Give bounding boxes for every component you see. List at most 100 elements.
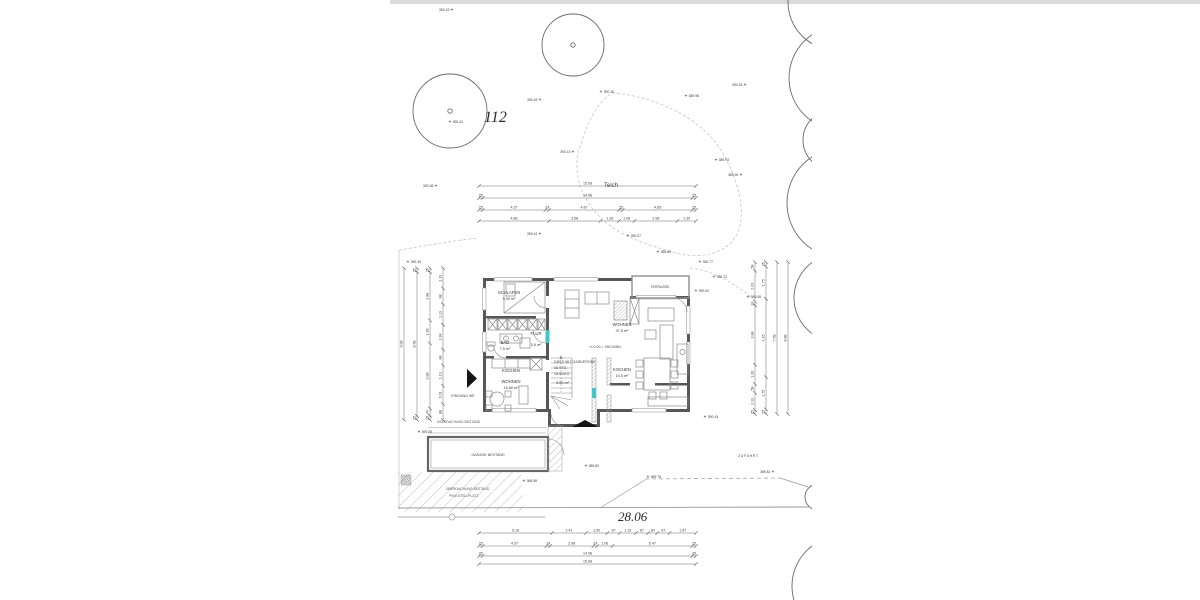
room-label-kochen-small: KOCHEN bbox=[502, 368, 520, 373]
dim-tick bbox=[616, 218, 621, 224]
dim-value: 25 bbox=[692, 542, 696, 546]
dim-value: 5.16 bbox=[512, 529, 519, 533]
room-label-terrasse: TERRASSE bbox=[650, 285, 670, 289]
dim-tick bbox=[427, 318, 433, 323]
spot-elevation-value: 389.90 bbox=[728, 173, 738, 177]
dim-value: 87 bbox=[611, 529, 615, 533]
spot-elevation-cross: + bbox=[418, 430, 421, 436]
spot-elevation-value: 390.18 bbox=[732, 83, 742, 87]
dim-value: 25 bbox=[692, 206, 696, 210]
dim-tick bbox=[440, 322, 446, 327]
dim-tick bbox=[480, 195, 485, 201]
dim-tick bbox=[690, 195, 695, 201]
spot-elevation-cross: + bbox=[740, 173, 743, 179]
dim-tick bbox=[617, 207, 622, 213]
kitchen-dining-furniture bbox=[635, 343, 689, 407]
spot-elevation-value: 390.45 bbox=[411, 260, 421, 264]
dim-tick bbox=[633, 530, 638, 536]
dim-tick bbox=[401, 417, 407, 423]
terrace-outline bbox=[631, 275, 690, 299]
dim-tick bbox=[655, 530, 660, 536]
dim-tick bbox=[414, 417, 420, 423]
dim-tick bbox=[476, 543, 482, 549]
dim-tick bbox=[690, 543, 695, 549]
dim-value: 4.87 bbox=[580, 206, 587, 210]
dim-tick bbox=[774, 411, 780, 417]
dim-tick bbox=[632, 218, 637, 224]
room-label-flur: FLUR bbox=[531, 331, 542, 336]
spot-elevation-value: 390.26 bbox=[604, 90, 614, 94]
dim-tick bbox=[693, 553, 699, 559]
dim-tick bbox=[480, 207, 485, 213]
dim-value: 25 bbox=[479, 194, 483, 198]
dim-value: 88 bbox=[439, 356, 443, 360]
dim-tick bbox=[414, 413, 420, 418]
dim-tick bbox=[476, 553, 482, 559]
dim-tick bbox=[693, 195, 699, 201]
dim-tick bbox=[440, 286, 446, 291]
dim-value: 14.58 bbox=[583, 194, 592, 198]
dim-value: 2.98 bbox=[568, 542, 575, 546]
dim-tick bbox=[785, 411, 791, 417]
spot-elevation-cross: + bbox=[451, 8, 454, 14]
dim-value: 1.87 bbox=[679, 529, 686, 533]
label-parcel-number: 112 bbox=[484, 109, 507, 126]
dim-value: 1.28 bbox=[606, 217, 613, 221]
label-driveway: ZUFAHRT bbox=[738, 454, 759, 458]
label-carport-1: ÜBERDACHUNG BESTAND bbox=[446, 487, 490, 491]
dim-value: 3.88 bbox=[426, 372, 430, 379]
spot-elevation-cross: + bbox=[744, 83, 747, 89]
dim-tick bbox=[427, 341, 433, 346]
dim-value: 2.98 bbox=[652, 217, 659, 221]
dim-value: 25 bbox=[692, 552, 696, 556]
dim-value: 1.08 bbox=[623, 217, 630, 221]
dim-value: 25 bbox=[619, 206, 623, 210]
dim-value: 8.88 bbox=[784, 335, 788, 342]
svg-text:16 STG.: 16 STG. bbox=[554, 366, 567, 370]
ground-lines bbox=[397, 477, 811, 521]
dim-tick bbox=[440, 383, 446, 388]
spot-elevation-cross: + bbox=[585, 464, 588, 470]
spot-elevation-value: 390.07 bbox=[631, 234, 641, 238]
spot-elevation-value: 389.81 bbox=[760, 470, 770, 474]
dim-value: 4.86 bbox=[510, 217, 517, 221]
dim-tick bbox=[598, 218, 603, 224]
dim-tick bbox=[763, 407, 769, 412]
dim-tick bbox=[690, 207, 695, 213]
dim-tick bbox=[752, 362, 758, 367]
dim-tick bbox=[752, 408, 758, 413]
dim-value: 1.38 bbox=[426, 328, 430, 335]
tree-symbols bbox=[412, 13, 605, 149]
dim-tick bbox=[546, 218, 551, 224]
dim-tick bbox=[427, 270, 433, 275]
dim-tick bbox=[785, 259, 791, 265]
dim-value: 24 bbox=[751, 301, 755, 305]
dim-tick bbox=[763, 296, 769, 301]
spot-elevation-cross: + bbox=[523, 479, 526, 485]
staircase bbox=[550, 355, 573, 410]
dim-tick bbox=[440, 265, 446, 271]
dim-value: 25 bbox=[413, 416, 417, 420]
label-canopy: ÜBERDACHUNG BESTAND bbox=[437, 420, 481, 424]
dim-value: 25 bbox=[426, 268, 430, 272]
dim-tick bbox=[693, 183, 699, 189]
spot-elevation-value: 390.77 bbox=[703, 260, 713, 264]
dim-tick bbox=[476, 207, 482, 213]
spot-elevation-cross: + bbox=[539, 232, 542, 238]
dim-value: 1.13 bbox=[439, 311, 443, 318]
dim-value: 4.25 bbox=[762, 335, 766, 342]
spot-elevation-cross: + bbox=[539, 98, 542, 104]
dim-tick bbox=[549, 530, 555, 536]
svg-text:9.00 m²: 9.00 m² bbox=[503, 297, 517, 301]
spot-elevation-cross: + bbox=[627, 234, 630, 240]
dim-tick bbox=[774, 259, 780, 265]
dim-tick bbox=[693, 207, 699, 213]
svg-text:19.5 m²: 19.5 m² bbox=[616, 374, 630, 378]
dim-tick bbox=[544, 543, 549, 549]
dim-value: 44 bbox=[426, 410, 430, 414]
label-eingang: EINGANG WE bbox=[451, 394, 475, 398]
dim-value: 25 bbox=[426, 416, 430, 420]
dim-value: 1.50 bbox=[593, 529, 600, 533]
